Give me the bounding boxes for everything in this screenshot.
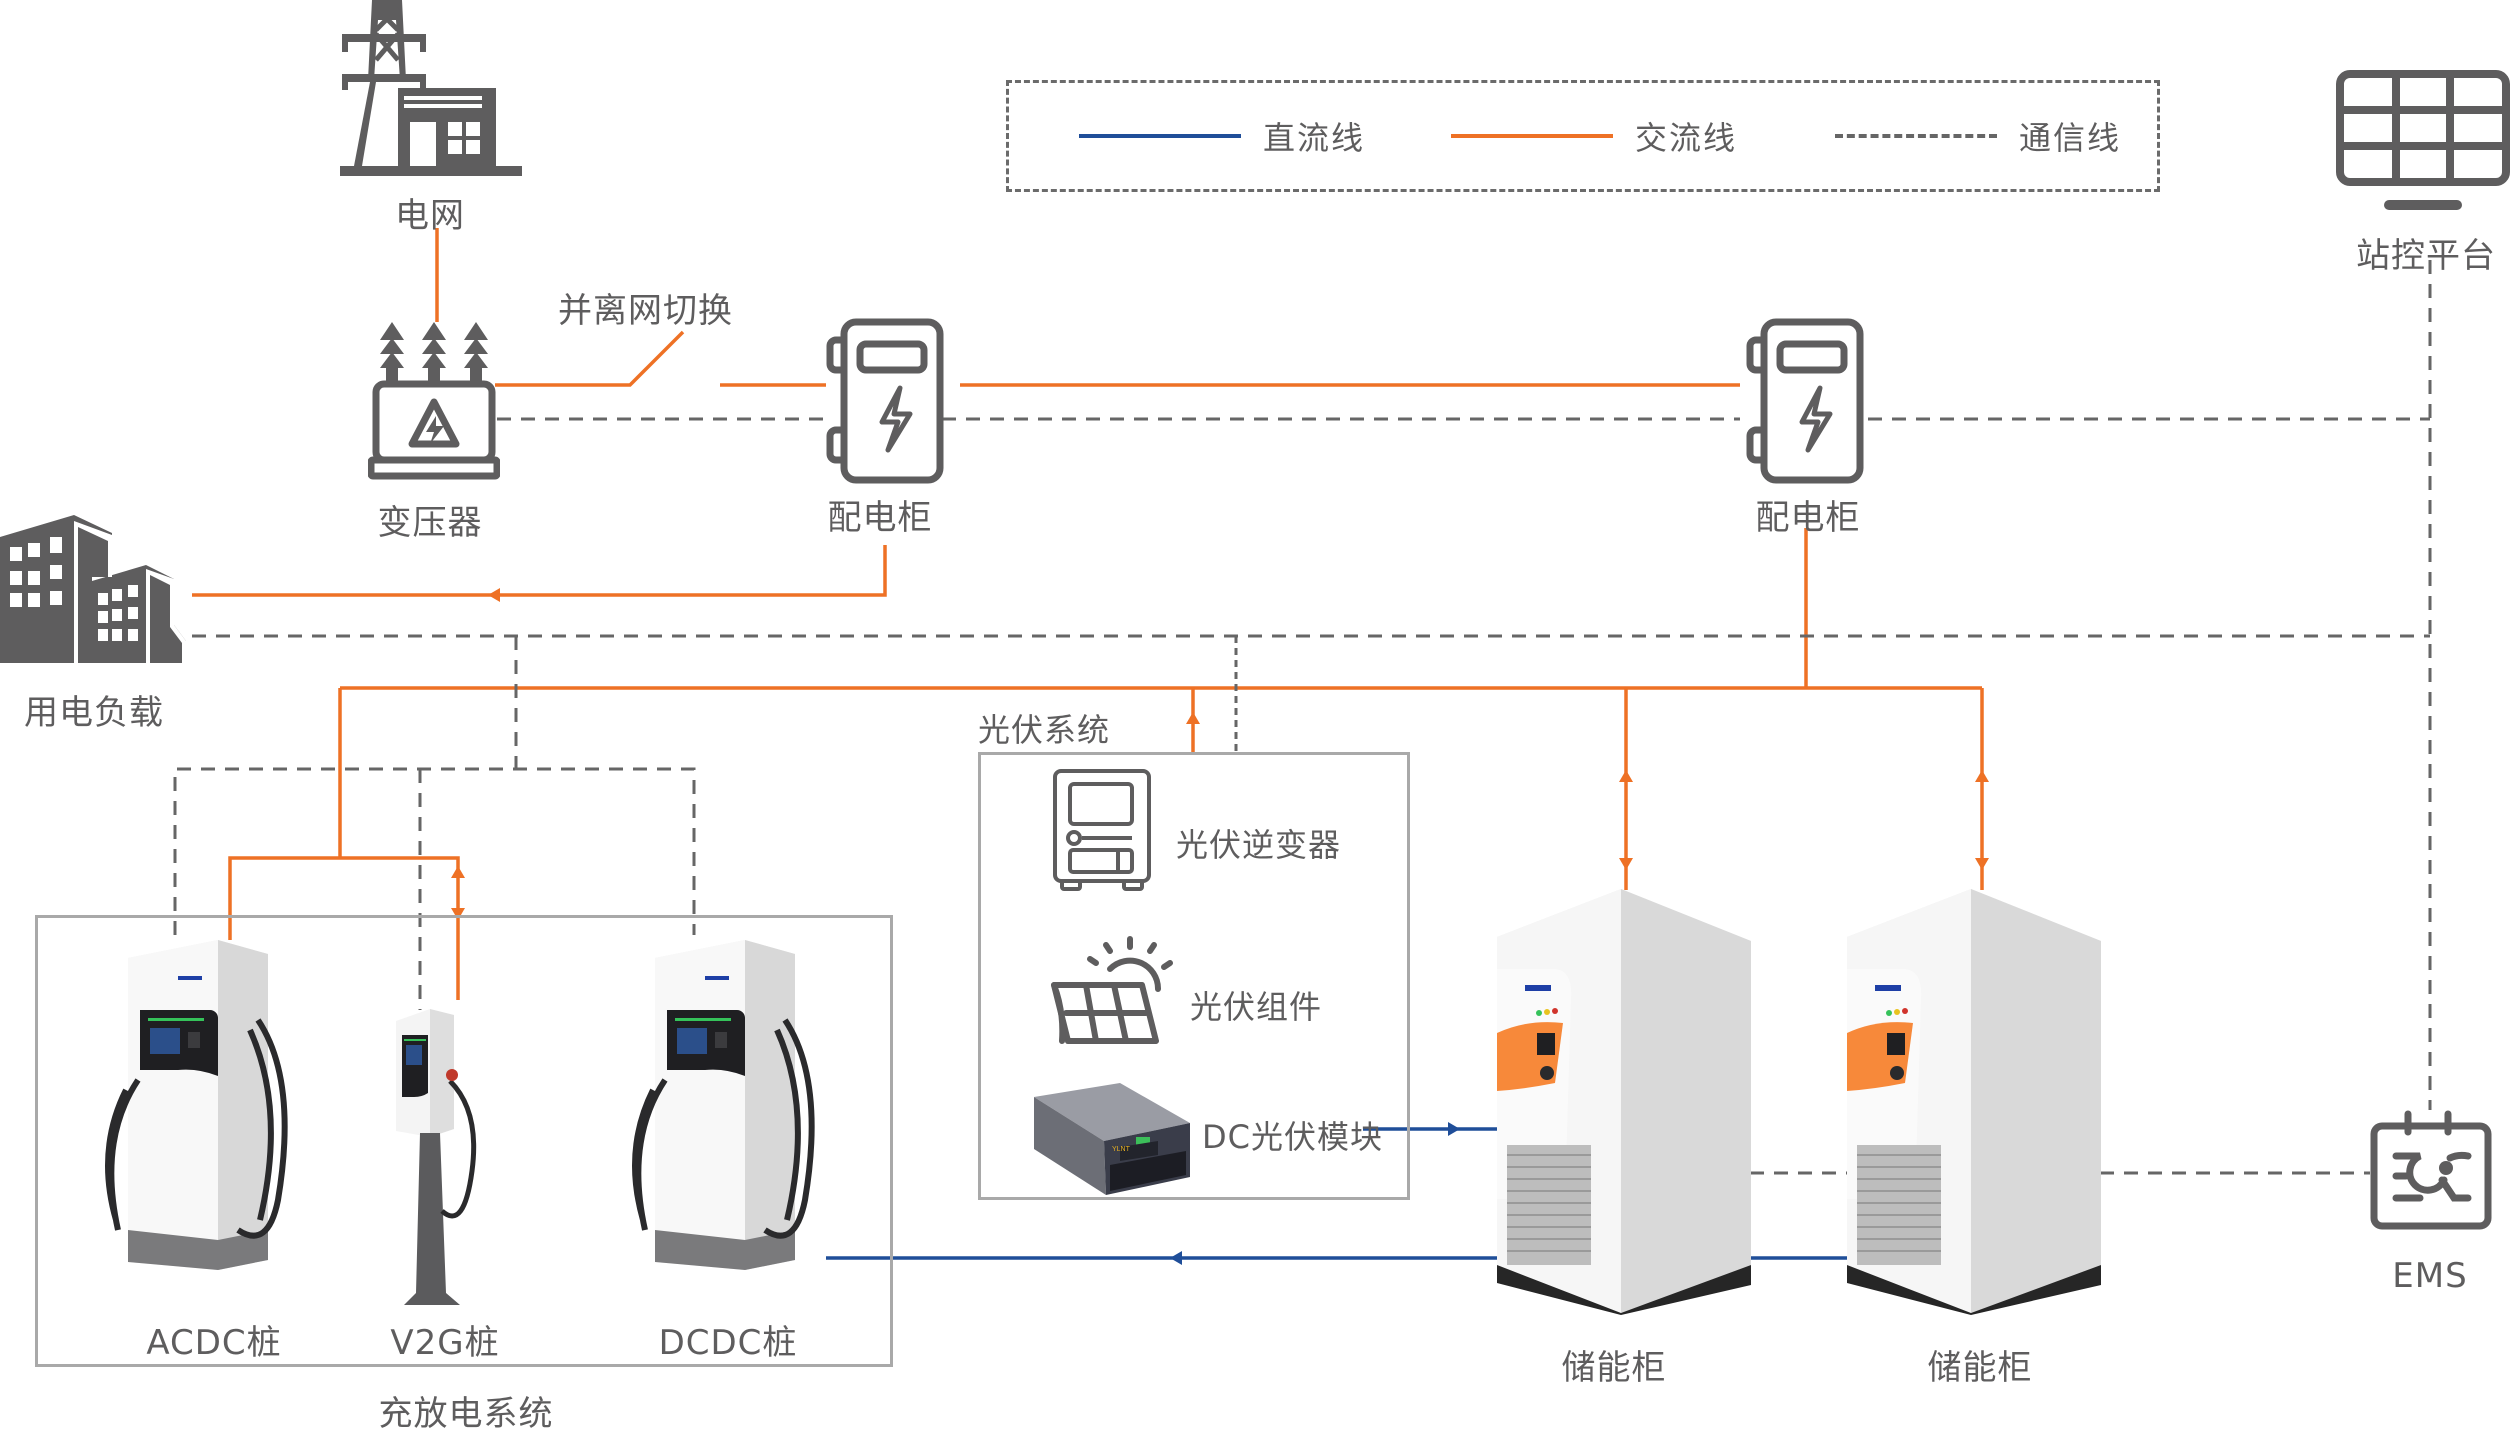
storage-1-label: 储能柜 [1561, 1348, 1667, 1388]
dc-lines [826, 1127, 1850, 1260]
load-label: 用电负载 [24, 693, 164, 733]
legend-item-comm: 通信线 [1835, 113, 2121, 159]
v2g-charger-label: V2G桩 [390, 1323, 500, 1363]
dc-pv-module-label: DC光伏模块 [1202, 1118, 1383, 1156]
svg-text:YLNT: YLNT [1112, 1146, 1131, 1153]
legend-label-ac: 交流线 [1635, 119, 1738, 157]
transformer-icon [368, 322, 500, 480]
v2g-charger-image[interactable] [390, 1005, 550, 1315]
legend-item-ac: 交流线 [1451, 113, 1737, 159]
storage-2-label: 储能柜 [1927, 1348, 2033, 1388]
storage-cabinet-image-2[interactable] [1847, 885, 2103, 1315]
arrow-right-dc-pv [1448, 1122, 1460, 1136]
switch-label: 并离网切换 [558, 291, 733, 331]
arrow-down-v2g [451, 908, 465, 920]
arrow-up-v2g [451, 866, 465, 878]
comm-lines [173, 260, 2432, 1175]
ems-label: EMS [2392, 1256, 2468, 1296]
arrow-left-load [488, 588, 500, 602]
legend: 直流线 交流线 通信线 [1006, 80, 2160, 192]
transformer-label: 变压器 [377, 503, 483, 543]
legend-swatch-comm [1835, 134, 1997, 138]
arrow-down-storage-2 [1975, 858, 1989, 870]
monitor-grid-icon[interactable] [2334, 68, 2512, 212]
legend-swatch-dc [1079, 134, 1241, 138]
pv-module-label: 光伏组件 [1190, 988, 1323, 1026]
ac-arrows [451, 588, 1989, 920]
distribution-right-label: 配电柜 [1755, 498, 1861, 538]
solar-panel-sun-icon[interactable] [1050, 935, 1180, 1045]
arrow-up-storage-2 [1975, 770, 1989, 782]
pv-system-group [978, 752, 1410, 1200]
ac-line-transformer-switch [495, 330, 685, 387]
legend-label-dc: 直流线 [1263, 119, 1366, 157]
dc-arrows [1170, 1122, 1460, 1265]
distribution-left-label: 配电柜 [827, 498, 933, 538]
arrow-up-storage-1 [1619, 770, 1633, 782]
pv-inverter-label: 光伏逆变器 [1176, 826, 1342, 864]
grid-label: 电网 [395, 196, 465, 236]
acdc-charger-image[interactable] [78, 940, 338, 1305]
acdc-charger-label: ACDC桩 [146, 1323, 282, 1363]
power-tower-substation-icon [340, 0, 522, 176]
arrow-left-dc-charging [1170, 1251, 1182, 1265]
storage-cabinet-image-1[interactable] [1497, 885, 1753, 1315]
arrow-up-pv [1186, 712, 1200, 724]
pv-system-title: 光伏系统 [978, 711, 1111, 749]
dc-pv-module-image[interactable]: YLNT [1034, 1083, 1190, 1195]
ac-line-acdc [228, 856, 460, 1000]
legend-item-dc: 直流线 [1079, 113, 1365, 159]
distribution-cabinet-icon-left[interactable] [822, 318, 946, 486]
comm-line-chargers [173, 767, 696, 935]
ems-controller-icon[interactable] [2370, 1108, 2492, 1230]
ac-lines [192, 228, 1984, 1000]
distribution-cabinet-icon-right[interactable] [1742, 318, 1866, 486]
station-control-label: 站控平台 [2356, 236, 2496, 276]
ac-line-distribution-load [192, 545, 887, 597]
arrow-down-storage-1 [1619, 858, 1633, 870]
pv-inverter-icon[interactable] [1052, 768, 1152, 892]
dcdc-charger-image[interactable] [605, 940, 865, 1305]
legend-label-comm: 通信线 [2019, 119, 2122, 157]
buildings-icon [0, 515, 186, 663]
charging-system-group [35, 915, 893, 1367]
dcdc-charger-label: DCDC桩 [658, 1323, 798, 1363]
charging-system-title: 充放电系统 [378, 1394, 554, 1434]
legend-swatch-ac [1451, 134, 1613, 138]
